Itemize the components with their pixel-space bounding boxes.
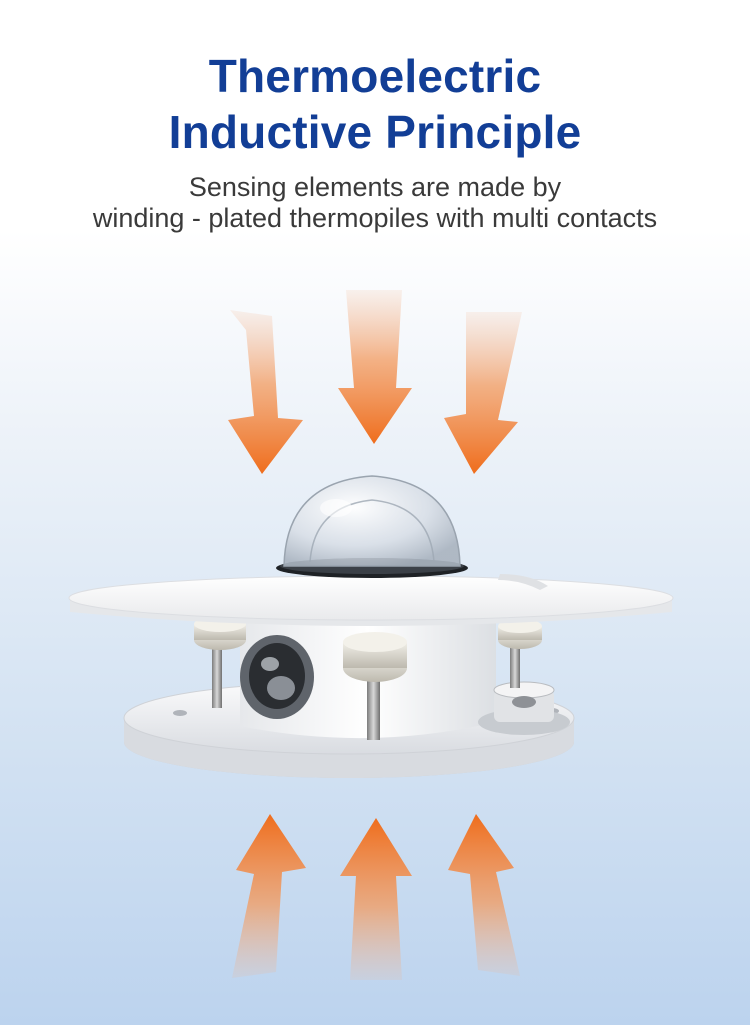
subtitle-line-1: Sensing elements are made by (188, 172, 562, 202)
title-line-1: Thermoelectric (208, 50, 542, 102)
subtitle-line-2: winding - plated thermopiles with multi … (92, 203, 658, 233)
arrow-down-icon (444, 312, 522, 474)
page-title: Thermoelectric Inductive Principle (0, 48, 750, 160)
page-subtitle: Sensing elements are made by winding - p… (0, 172, 750, 234)
arrow-down-icon (228, 310, 303, 474)
title-line-2: Inductive Principle (168, 106, 582, 158)
arrow-up-icon (232, 814, 306, 978)
arrow-up-icon (340, 818, 412, 980)
arrow-up-icon (448, 814, 520, 976)
pyranometer-device (68, 475, 674, 778)
arrow-down-icon (338, 290, 412, 444)
